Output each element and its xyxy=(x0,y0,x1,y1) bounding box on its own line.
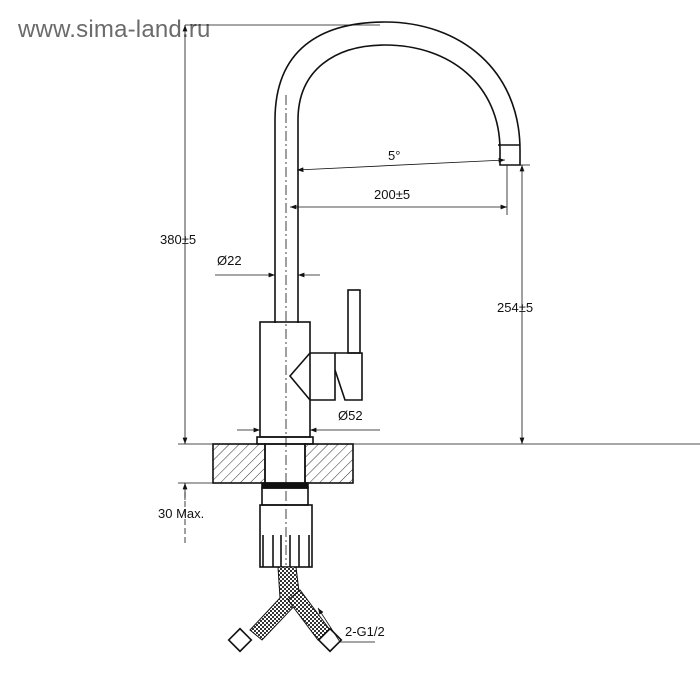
watermark-url: www.sima-land.ru xyxy=(18,16,211,43)
dim-base-diameter: Ø52 xyxy=(338,408,363,423)
countertop xyxy=(212,443,266,484)
dim-spout-angle: 5° xyxy=(388,148,401,163)
dim-spout-height: 254±5 xyxy=(497,300,534,315)
faucet-body xyxy=(259,321,311,438)
hose-left xyxy=(249,566,301,641)
dim-counter-thickness: 30 Max. xyxy=(158,506,205,521)
handle-lever xyxy=(347,289,361,354)
hose-right xyxy=(287,589,331,641)
dim-spout-reach: 200±5 xyxy=(374,187,411,202)
spout xyxy=(274,21,521,323)
dim-pipe-diameter: Ø22 xyxy=(217,253,242,268)
dim-connection: 2-G1/2 xyxy=(345,624,385,639)
dim-height-total: 380±5 xyxy=(160,232,197,247)
